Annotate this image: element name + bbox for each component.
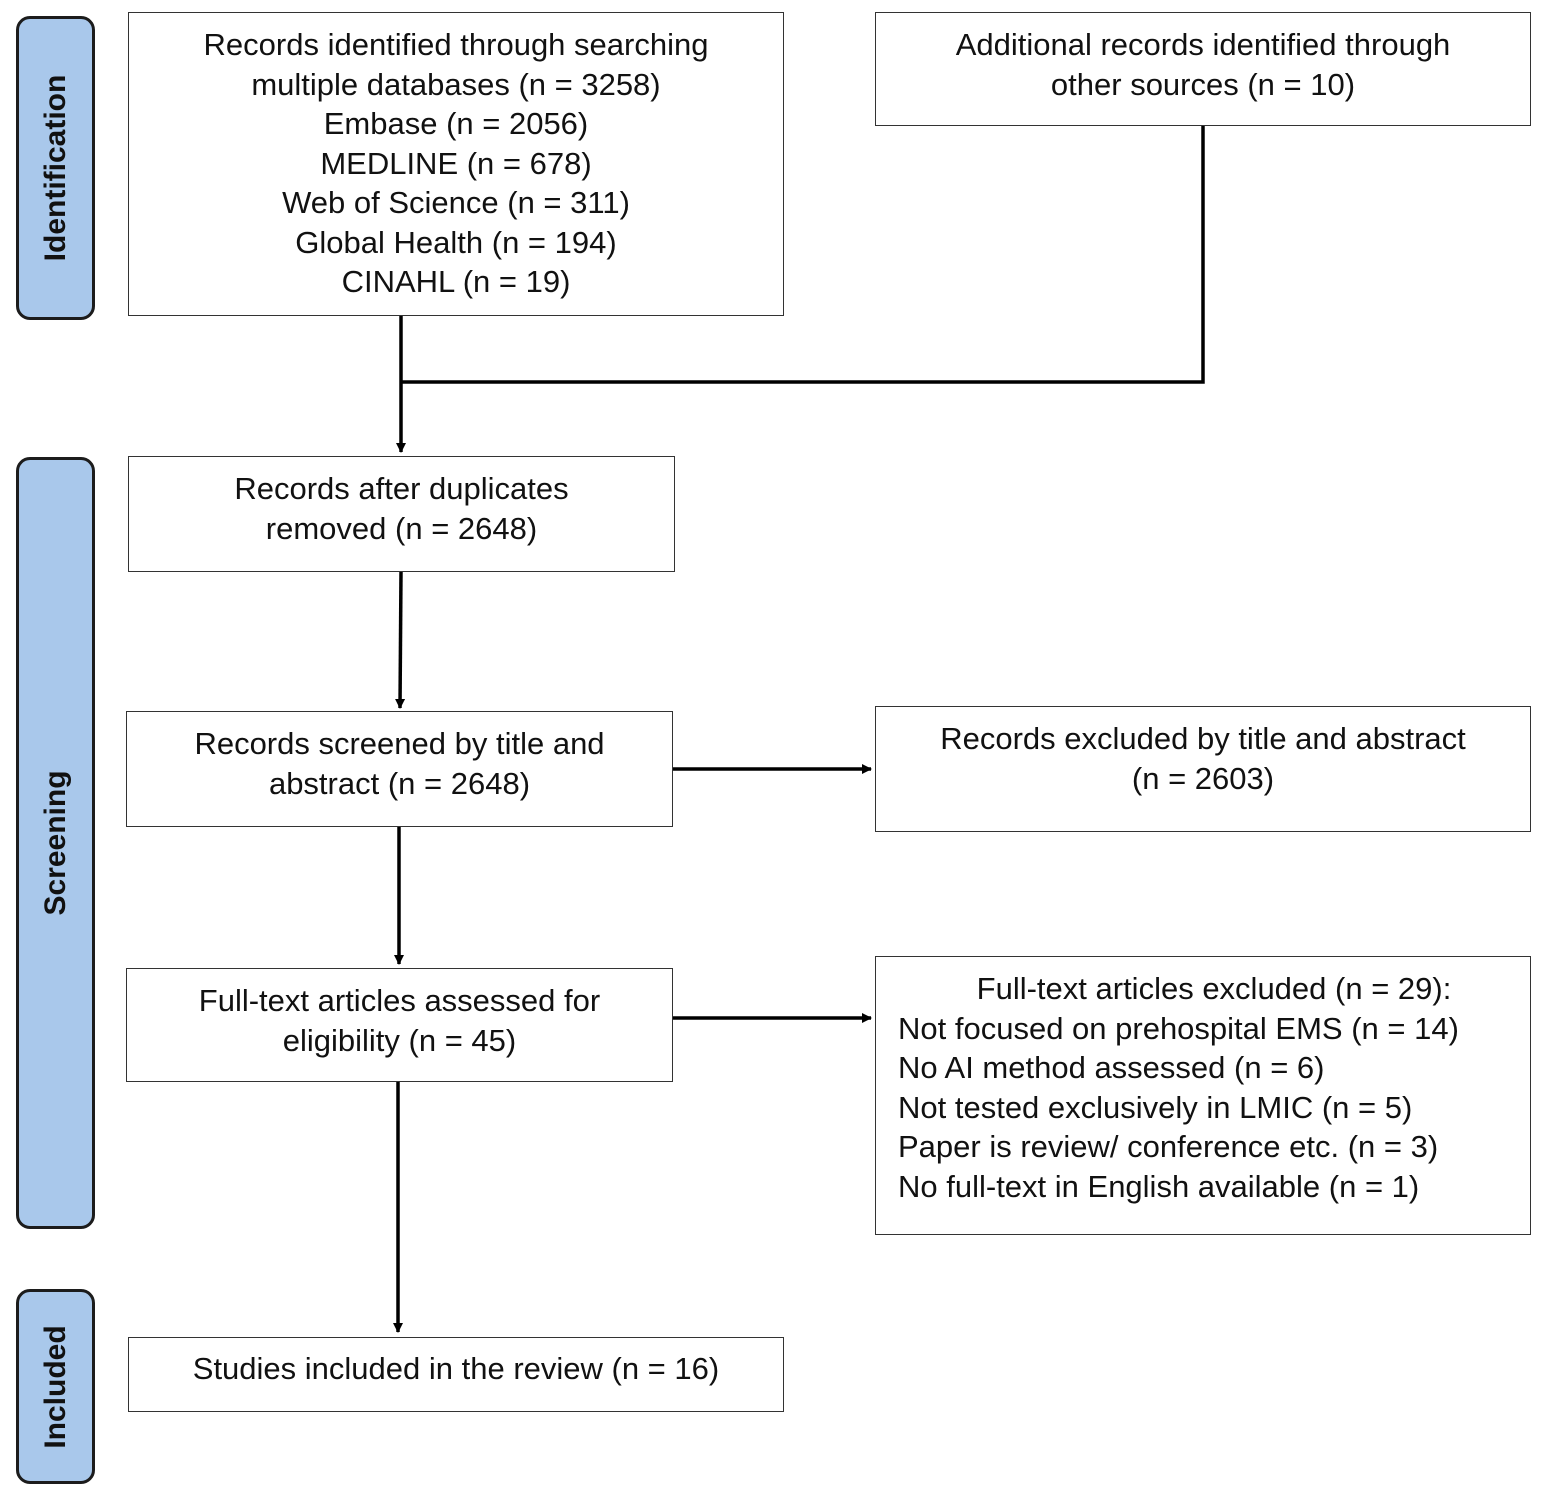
box-line: Full-text articles assessed for — [198, 983, 601, 1018]
box-additional-records: Additional records identified through ot… — [875, 12, 1531, 126]
stage-label-screening: Screening — [16, 457, 95, 1229]
box-full-text-assessed: Full-text articles assessed for eligibil… — [126, 968, 673, 1082]
stage-label-identification: Identification — [16, 16, 95, 320]
stage-label-included-text: Included — [38, 1324, 72, 1449]
box-line: Records identified through searching — [203, 27, 709, 62]
exclusion-reason: Not tested exclusively in LMIC (n = 5) — [898, 1089, 1413, 1125]
box-line: Records excluded by title and abstract — [940, 721, 1466, 756]
exclusion-reason: No AI method assessed (n = 6) — [898, 1050, 1325, 1085]
box-records-after-duplicates: Records after duplicates removed (n = 26… — [128, 456, 675, 572]
stage-label-included: Included — [16, 1289, 95, 1484]
box-line: Global Health (n = 194) — [295, 224, 617, 260]
stage-label-screening-text: Screening — [38, 770, 72, 916]
connector-other-sources-merge — [401, 126, 1205, 384]
box-line: Web of Science (n = 311) — [282, 185, 630, 220]
box-heading-line: Full-text articles excluded (n = 29): — [976, 971, 1452, 1006]
arrow-to-screened — [395, 571, 406, 709]
box-records-excluded-screening: Records excluded by title and abstract (… — [875, 706, 1531, 832]
box-records-identified-databases: Records identified through searching mul… — [128, 12, 784, 316]
box-full-text-excluded: Full-text articles excluded (n = 29): No… — [875, 956, 1531, 1235]
box-line: Records screened by title and — [194, 726, 605, 761]
box-line: (n = 2603) — [1131, 760, 1275, 796]
box-line: CINAHL (n = 19) — [341, 264, 571, 299]
exclusion-reason: Not focused on prehospital EMS (n = 14) — [898, 1010, 1459, 1046]
box-line: Records after duplicates — [234, 471, 569, 506]
box-line: abstract (n = 2648) — [268, 765, 531, 801]
box-line: other sources (n = 10) — [1050, 66, 1356, 102]
box-studies-included: Studies included in the review (n = 16) — [128, 1337, 784, 1412]
exclusion-reason: No full-text in English available (n = 1… — [898, 1168, 1420, 1204]
box-line: Studies included in the review (n = 16) — [192, 1351, 720, 1386]
box-line: MEDLINE (n = 678) — [320, 145, 592, 181]
box-line: Additional records identified through — [955, 27, 1451, 62]
box-line: Embase (n = 2056) — [323, 106, 589, 141]
box-line: multiple databases (n = 3258) — [251, 66, 661, 102]
stage-label-identification-text: Identification — [38, 74, 72, 262]
box-records-screened: Records screened by title and abstract (… — [126, 711, 673, 827]
box-line: eligibility (n = 45) — [282, 1022, 517, 1058]
exclusion-reason: Paper is review/ conference etc. (n = 3) — [898, 1129, 1439, 1164]
box-line: removed (n = 2648) — [265, 510, 538, 546]
